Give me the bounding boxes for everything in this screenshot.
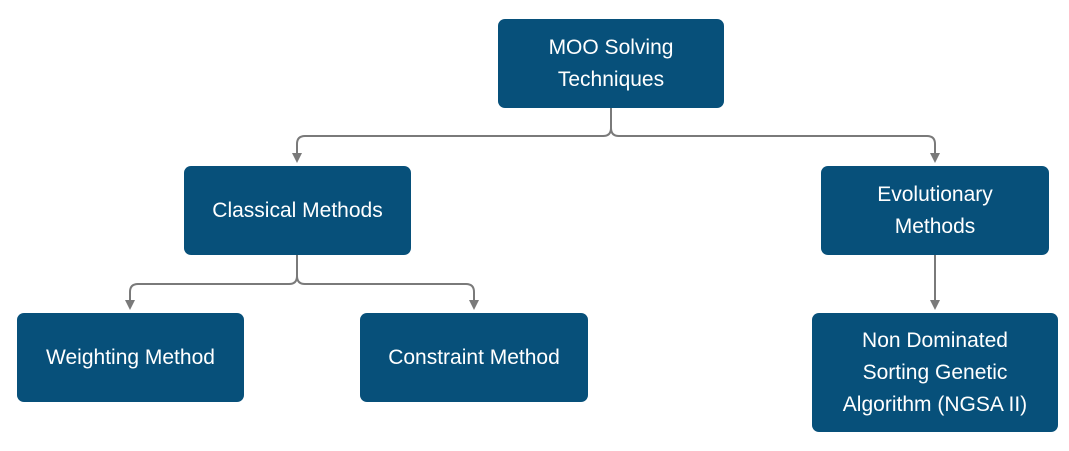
node-label: Constraint Method [388, 345, 560, 369]
node-classical-methods: Classical Methods [184, 166, 411, 255]
node-constraint-method: Constraint Method [360, 313, 588, 402]
node-weighting-method: Weighting Method [17, 313, 244, 402]
connector-classical-to-weighting [125, 255, 298, 310]
node-label: Classical Methods [212, 198, 383, 222]
connector-root-to-classical [292, 108, 612, 163]
node-label: Non Dominated Sorting Genetic Algorithm … [842, 328, 1028, 416]
connector-classical-to-constraint [296, 255, 479, 310]
node-label: MOO Solving Techniques [548, 35, 674, 91]
node-moo-solving-techniques: MOO Solving Techniques [498, 19, 724, 108]
connector-root-to-evolutionary [610, 108, 940, 163]
node-label: Weighting Method [46, 345, 215, 369]
node-evolutionary-methods: Evolutionary Methods [821, 166, 1049, 255]
node-nsga-ii: Non Dominated Sorting Genetic Algorithm … [812, 313, 1058, 432]
node-label: Evolutionary Methods [877, 182, 993, 238]
